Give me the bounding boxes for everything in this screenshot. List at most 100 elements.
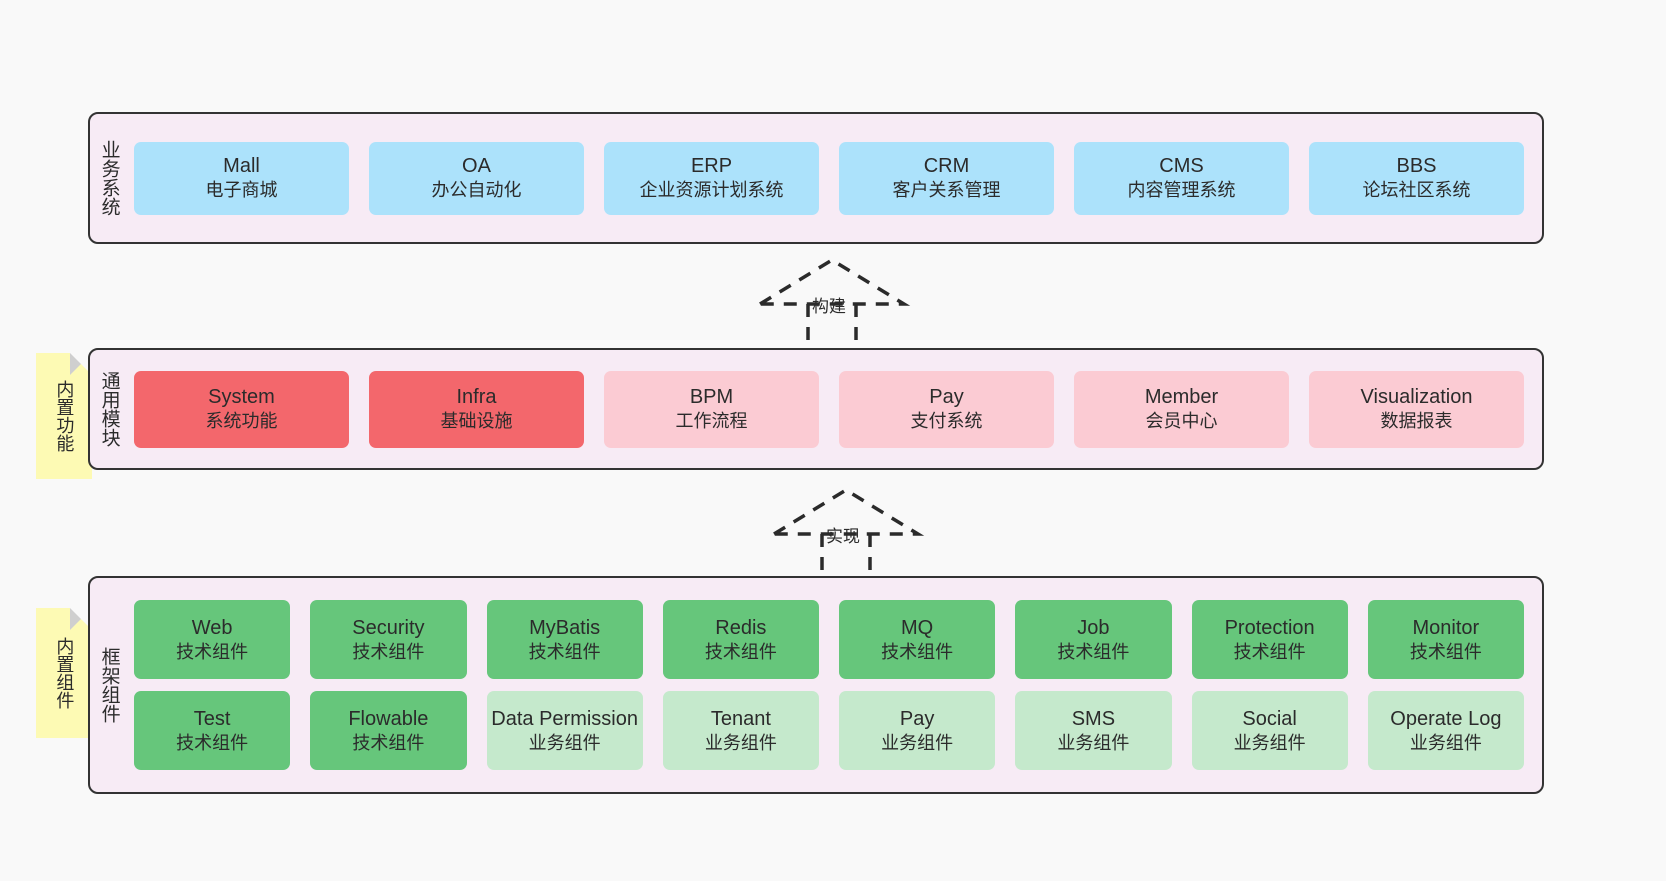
- layer-business-systems: 业务系统 Mall 电子商城 OA 办公自动化 ERP 企业资源计划系统 CRM…: [88, 112, 1544, 244]
- node-cms[interactable]: CMS 内容管理系统: [1074, 141, 1289, 215]
- node-label-en: Job: [1077, 616, 1110, 639]
- node-bpm[interactable]: BPM 工作流程: [604, 370, 819, 448]
- node-label-cn: 技术组件: [881, 641, 954, 662]
- node-label-en: Pay: [899, 707, 935, 730]
- node-label-en: ERP: [690, 155, 733, 178]
- node-label-en: MyBatis: [529, 616, 601, 639]
- layer-body-common: System 系统功能 Infra 基础设施 BPM 工作流程 Pay 支付系统…: [128, 350, 1542, 468]
- node-label-cn: 内容管理系统: [1127, 180, 1236, 201]
- node-job[interactable]: Job 技术组件: [1015, 600, 1172, 679]
- node-mq[interactable]: MQ 技术组件: [839, 600, 996, 679]
- node-label-cn: 电子商城: [205, 180, 278, 201]
- node-label-cn: 办公自动化: [431, 180, 522, 201]
- node-label-en: Test: [193, 707, 231, 730]
- sticky-note-label: 内置功能: [54, 380, 75, 452]
- layer-framework-components: 框架组件 Web 技术组件 Security 技术组件 MyBatis 技术组件…: [88, 576, 1544, 794]
- node-label-en: Security: [352, 616, 425, 639]
- node-label-en: MQ: [901, 616, 934, 639]
- node-test[interactable]: Test 技术组件: [134, 691, 291, 770]
- node-label-en: Web: [191, 616, 233, 639]
- node-crm[interactable]: CRM 客户关系管理: [839, 141, 1054, 215]
- node-label-en: Pay: [929, 386, 964, 409]
- layer-title-common: 通用模块: [98, 371, 120, 447]
- node-label-cn: 业务组件: [704, 732, 777, 753]
- node-label-cn: 论坛社区系统: [1362, 180, 1471, 201]
- node-label-cn: 支付系统: [910, 411, 983, 432]
- node-label-en: CMS: [1159, 155, 1204, 178]
- node-visualization[interactable]: Visualization 数据报表: [1309, 370, 1524, 448]
- node-tenant[interactable]: Tenant 业务组件: [662, 691, 819, 770]
- node-label-en: Operate Log: [1390, 707, 1502, 730]
- node-label-cn: 技术组件: [1409, 641, 1482, 662]
- node-erp[interactable]: ERP 企业资源计划系统: [604, 141, 819, 215]
- node-label-en: System: [208, 386, 275, 409]
- connector-label-build: 构建: [812, 297, 846, 316]
- node-flowable[interactable]: Flowable 技术组件: [310, 691, 467, 770]
- node-label-en: BBS: [1396, 155, 1437, 178]
- layer-row: Mall 电子商城 OA 办公自动化 ERP 企业资源计划系统 CRM 客户关系…: [134, 141, 1524, 215]
- node-label-cn: 会员中心: [1145, 411, 1218, 432]
- node-protection[interactable]: Protection 技术组件: [1191, 600, 1348, 679]
- node-label-cn: 技术组件: [528, 641, 601, 662]
- node-label-en: Data Permission: [491, 707, 638, 730]
- layer-body-business: Mall 电子商城 OA 办公自动化 ERP 企业资源计划系统 CRM 客户关系…: [128, 114, 1542, 242]
- node-label-cn: 业务组件: [528, 732, 601, 753]
- node-pay-component[interactable]: Pay 业务组件: [839, 691, 996, 770]
- node-label-en: Flowable: [348, 707, 429, 730]
- layer-body-framework: Web 技术组件 Security 技术组件 MyBatis 技术组件 Redi…: [128, 578, 1542, 792]
- layer-row: Web 技术组件 Security 技术组件 MyBatis 技术组件 Redi…: [134, 600, 1524, 679]
- node-social[interactable]: Social 业务组件: [1191, 691, 1348, 770]
- arrowhead-triangle: [767, 487, 925, 536]
- node-label-en: Social: [1242, 707, 1297, 730]
- node-label-cn: 企业资源计划系统: [639, 180, 784, 201]
- node-data-permission[interactable]: Data Permission 业务组件: [486, 691, 643, 770]
- node-label-en: OA: [462, 155, 491, 178]
- node-redis[interactable]: Redis 技术组件: [662, 600, 819, 679]
- node-label-cn: 工作流程: [675, 411, 748, 432]
- node-label-cn: 技术组件: [352, 732, 425, 753]
- node-mybatis[interactable]: MyBatis 技术组件: [486, 600, 643, 679]
- node-label-cn: 技术组件: [176, 641, 249, 662]
- node-monitor[interactable]: Monitor 技术组件: [1367, 600, 1524, 679]
- node-label-en: Monitor: [1412, 616, 1480, 639]
- node-label-en: SMS: [1071, 707, 1116, 730]
- node-mall[interactable]: Mall 电子商城: [134, 141, 349, 215]
- node-label-en: Redis: [715, 616, 767, 639]
- node-label-cn: 基础设施: [440, 411, 513, 432]
- sticky-note-builtin-features: 内置功能: [36, 353, 92, 479]
- node-label-en: Member: [1144, 386, 1219, 409]
- node-label-en: Mall: [223, 155, 260, 178]
- node-label-cn: 业务组件: [1233, 732, 1306, 753]
- layer-title-business: 业务系统: [98, 140, 120, 216]
- node-label-en: CRM: [923, 155, 970, 178]
- node-label-en: BPM: [689, 386, 734, 409]
- layer-row: System 系统功能 Infra 基础设施 BPM 工作流程 Pay 支付系统…: [134, 370, 1524, 448]
- node-web[interactable]: Web 技术组件: [134, 600, 291, 679]
- node-label-cn: 业务组件: [1409, 732, 1482, 753]
- node-oa[interactable]: OA 办公自动化: [369, 141, 584, 215]
- node-pay-module[interactable]: Pay 支付系统: [839, 370, 1054, 448]
- layer-title-framework: 框架组件: [98, 647, 120, 723]
- node-sms[interactable]: SMS 业务组件: [1015, 691, 1172, 770]
- node-system[interactable]: System 系统功能: [134, 370, 349, 448]
- node-label-cn: 数据报表: [1380, 411, 1453, 432]
- node-label-cn: 系统功能: [205, 411, 278, 432]
- node-label-cn: 技术组件: [352, 641, 425, 662]
- node-label-cn: 业务组件: [881, 732, 954, 753]
- node-label-en: Visualization: [1360, 386, 1473, 409]
- layer-common-modules: 通用模块 System 系统功能 Infra 基础设施 BPM 工作流程 Pay…: [88, 348, 1544, 470]
- connector-label-implement: 实现: [826, 527, 860, 546]
- node-security[interactable]: Security 技术组件: [310, 600, 467, 679]
- sticky-note-builtin-components: 内置组件: [36, 608, 92, 738]
- node-label-cn: 业务组件: [1057, 732, 1130, 753]
- connector-implement-arrow: 实现: [766, 486, 926, 578]
- node-infra[interactable]: Infra 基础设施: [369, 370, 584, 448]
- arrowhead-triangle: [753, 257, 911, 306]
- node-member[interactable]: Member 会员中心: [1074, 370, 1289, 448]
- node-bbs[interactable]: BBS 论坛社区系统: [1309, 141, 1524, 215]
- node-operate-log[interactable]: Operate Log 业务组件: [1367, 691, 1524, 770]
- node-label-en: Tenant: [710, 707, 771, 730]
- sticky-note-label: 内置组件: [54, 637, 75, 709]
- node-label-en: Infra: [456, 386, 497, 409]
